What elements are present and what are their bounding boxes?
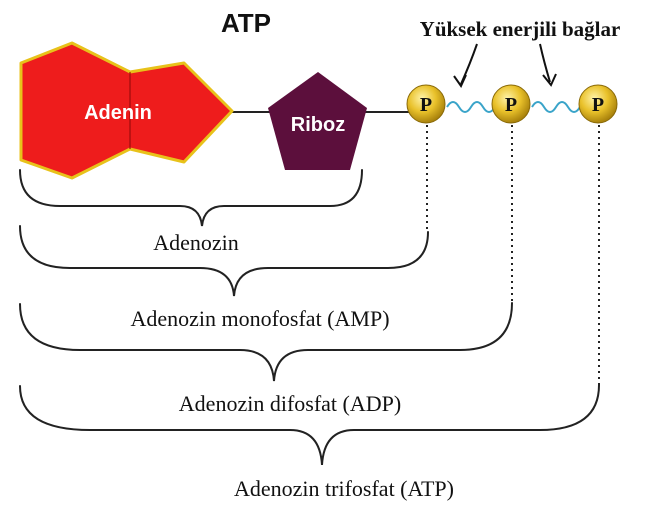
brace-amp xyxy=(19,225,429,297)
phosphate-3: P xyxy=(578,84,618,124)
label-atp: Adenozin trifosfat (ATP) xyxy=(234,476,454,501)
phosphate-label-1: P xyxy=(420,94,432,116)
phosphate-circle-3 xyxy=(578,84,618,124)
bonds-label: Yüksek enerjili bağlar xyxy=(420,17,621,41)
bond-arrow-1 xyxy=(453,43,478,89)
phosphate-circle-1 xyxy=(406,84,446,124)
label-adp: Adenozin difosfat (ADP) xyxy=(179,391,401,416)
adenine-molecule: Adenin xyxy=(19,41,234,180)
phosphate-2: P xyxy=(491,84,531,124)
label-amp: Adenozin monofosfat (AMP) xyxy=(130,306,389,331)
phosphate-label-2: P xyxy=(505,94,517,116)
phosphate-1: P xyxy=(406,84,446,124)
high-energy-bond-2 xyxy=(531,101,586,113)
brace-atp xyxy=(19,384,600,466)
phosphate-circle-2 xyxy=(491,84,531,124)
phosphate-drop-lines xyxy=(426,125,600,385)
diagram-title: ATP xyxy=(221,8,271,38)
phosphate-label-3: P xyxy=(592,94,604,116)
brace-adp xyxy=(19,302,513,382)
label-adenozin: Adenozin xyxy=(153,230,239,255)
ribose-shape xyxy=(268,72,367,170)
adenine-shape xyxy=(19,41,234,180)
ribose-label: Riboz xyxy=(291,114,345,136)
brace-adenozin xyxy=(19,169,363,227)
adenine-label: Adenin xyxy=(84,102,152,124)
ribose-molecule: Riboz xyxy=(268,72,367,170)
bond-arrow-2 xyxy=(539,43,557,87)
